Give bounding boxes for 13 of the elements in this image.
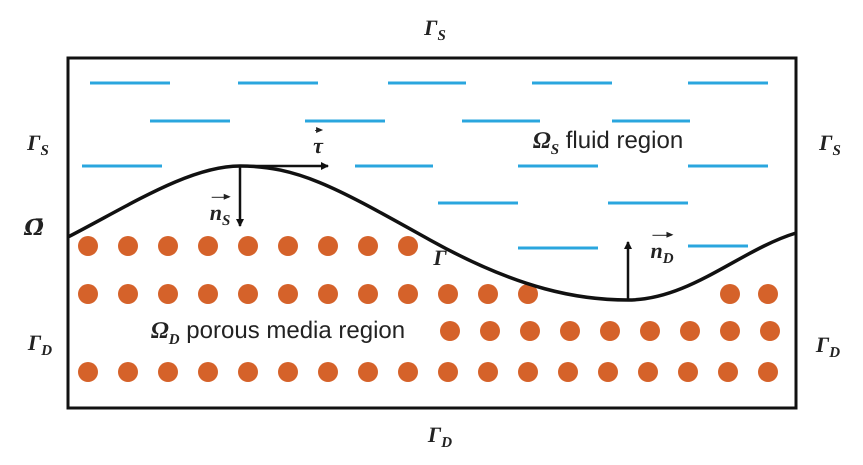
boundary-label: Γ$_{S}$ bbox=[819, 130, 841, 160]
region-label: Ω$_{D}$ porous media region bbox=[150, 317, 406, 349]
boundary-label: Γ$_{S}$ bbox=[424, 14, 446, 46]
region-label: Ω$_{S}$ fluid region bbox=[532, 127, 684, 159]
boundary-label: Γ$_{D}$ bbox=[816, 332, 840, 362]
interface-label: Γ bbox=[433, 245, 447, 271]
vector-label: n$_{D}$ bbox=[650, 232, 674, 268]
boundary-label: Γ$_{D}$ bbox=[28, 330, 52, 360]
boundary-label: Γ$_{D}$ bbox=[428, 422, 452, 452]
vector-label: τ bbox=[313, 127, 323, 159]
vector-label: n$_{S}$ bbox=[210, 194, 230, 230]
boundary-label: Γ$_{S}$ bbox=[27, 130, 49, 160]
domain-label: Ω̄ bbox=[24, 215, 44, 241]
